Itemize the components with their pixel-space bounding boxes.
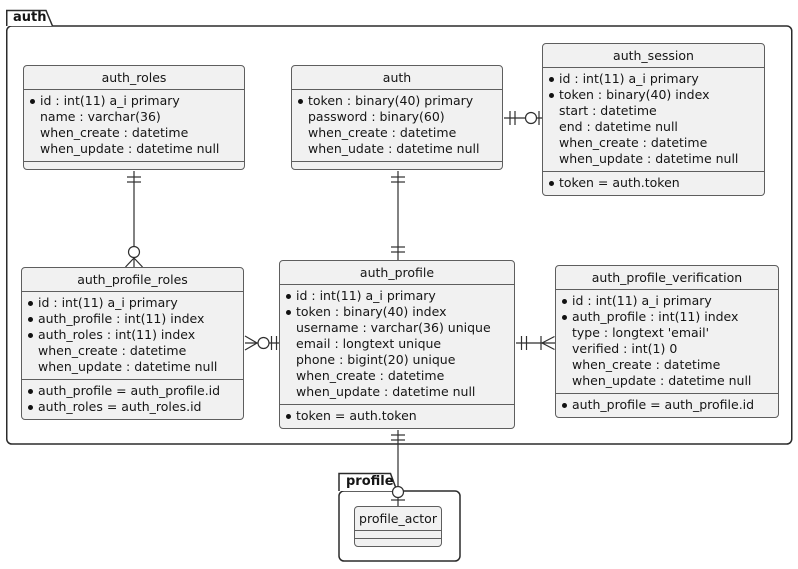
attribute-row: phone : bigint(20) unique [296, 352, 456, 367]
entity-auth: auth token : binary(40) primary password… [291, 65, 503, 170]
relationship-authprofileroles-authprofile [244, 335, 279, 351]
constraint-row: token = auth.token [282, 408, 510, 424]
attribute-row: id : int(11) a_i primary [558, 293, 774, 309]
key-bullet-icon [558, 309, 572, 325]
attribute-row: token : binary(40) index [282, 304, 510, 320]
attribute-row: when_update : datetime null [559, 151, 739, 166]
entity-attributes-empty [355, 531, 441, 538]
attribute-row: when_create : datetime [572, 357, 721, 372]
attribute-row: id : int(11) a_i primary [545, 71, 760, 87]
crow-foot-icon [541, 335, 555, 351]
key-bullet-icon [24, 311, 38, 327]
package-auth-label: auth [13, 10, 47, 25]
key-bullet-icon [294, 93, 308, 109]
attribute-row: when_create : datetime [40, 125, 189, 140]
relationship-auth-authprofile [391, 171, 405, 260]
key-bullet-icon [24, 399, 38, 415]
key-bullet-icon [545, 71, 559, 87]
entity-title: auth_roles [24, 66, 244, 90]
attribute-row: id : int(11) a_i primary [24, 295, 239, 311]
entity-constraints: token = auth.token [280, 404, 514, 428]
crow-foot-icon [125, 257, 143, 268]
entity-title: auth [292, 66, 502, 90]
zero-circle-icon [257, 336, 270, 350]
key-bullet-icon [558, 397, 572, 413]
attribute-row: end : datetime null [559, 119, 678, 134]
entity-title: profile_actor [355, 507, 441, 531]
attribute-row: when_update : datetime null [40, 141, 220, 156]
entity-attributes: id : int(11) a_i primary name : varchar(… [24, 90, 244, 161]
attribute-row: when_udate : datetime null [308, 141, 480, 156]
attribute-row: username : varchar(36) unique [296, 320, 491, 335]
crow-foot-icon [244, 335, 258, 351]
entity-title: auth_profile_verification [556, 266, 778, 290]
key-bullet-icon [24, 295, 38, 311]
package-auth-tab [6, 9, 54, 27]
package-profile-label: profile [346, 474, 394, 489]
entity-attributes: id : int(11) a_i primary token : binary(… [280, 285, 514, 404]
attribute-row: name : varchar(36) [40, 109, 161, 124]
attribute-row: verified : int(1) 0 [572, 341, 678, 356]
key-bullet-icon [282, 304, 296, 320]
attribute-row: when_update : datetime null [572, 373, 752, 388]
package-profile-tab [338, 472, 398, 492]
entity-attributes: token : binary(40) primary password : bi… [292, 90, 502, 161]
attribute-row: when_update : datetime null [296, 384, 476, 399]
key-bullet-icon [24, 383, 38, 399]
key-bullet-icon [558, 293, 572, 309]
entity-auth-profile: auth_profile id : int(11) a_i primary to… [279, 260, 515, 429]
zero-circle-icon [391, 485, 405, 499]
relationship-authprofile-profileactor [391, 430, 405, 506]
attribute-row: when_create : datetime [559, 135, 708, 150]
attribute-row: token : binary(40) index [545, 87, 760, 103]
entity-constraints: auth_profile = auth_profile.id [556, 393, 778, 417]
entity-methods-section [292, 161, 502, 169]
entity-profile-actor: profile_actor [354, 506, 442, 547]
entity-constraints: token = auth.token [543, 171, 764, 195]
entity-title: auth_profile [280, 261, 514, 285]
key-bullet-icon [545, 87, 559, 103]
relationship-authprofile-authprofileverification [516, 335, 555, 351]
entity-attributes: id : int(11) a_i primary auth_profile : … [556, 290, 778, 393]
attribute-row: auth_profile : int(11) index [558, 309, 774, 325]
entity-auth-profile-verification: auth_profile_verification id : int(11) a… [555, 265, 779, 418]
constraint-row: token = auth.token [545, 175, 760, 191]
attribute-row: id : int(11) a_i primary [26, 93, 240, 109]
key-bullet-icon [282, 288, 296, 304]
attribute-row: token : binary(40) primary [294, 93, 498, 109]
entity-methods-section [24, 161, 244, 169]
key-bullet-icon [24, 327, 38, 343]
entity-title: auth_session [543, 44, 764, 68]
key-bullet-icon [545, 175, 559, 191]
relationship-auth-authsession [504, 111, 542, 125]
constraint-row: auth_profile = auth_profile.id [558, 397, 774, 413]
attribute-row: type : longtext 'email' [572, 325, 710, 340]
constraint-row: auth_roles = auth_roles.id [24, 399, 239, 415]
attribute-row: id : int(11) a_i primary [282, 288, 510, 304]
relationship-authroles-authprofileroles [125, 171, 143, 268]
attribute-row: auth_profile : int(11) index [24, 311, 239, 327]
attribute-row: when_create : datetime [296, 368, 445, 383]
attribute-row: auth_roles : int(11) index [24, 327, 239, 343]
entity-constraints: auth_profile = auth_profile.id auth_role… [22, 379, 243, 419]
zero-circle-icon [127, 245, 141, 259]
attribute-row: when_update : datetime null [38, 359, 218, 374]
attribute-row: start : datetime [559, 103, 657, 118]
constraint-row: auth_profile = auth_profile.id [24, 383, 239, 399]
attribute-row: password : binary(60) [308, 109, 445, 124]
zero-circle-icon [524, 111, 538, 125]
entity-auth-profile-roles: auth_profile_roles id : int(11) a_i prim… [21, 267, 244, 420]
entity-auth-session: auth_session id : int(11) a_i primary to… [542, 43, 765, 196]
key-bullet-icon [282, 408, 296, 424]
entity-methods-empty [355, 538, 441, 546]
attribute-row: when_create : datetime [38, 343, 187, 358]
attribute-row: email : longtext unique [296, 336, 442, 351]
entity-title: auth_profile_roles [22, 268, 243, 292]
entity-attributes: id : int(11) a_i primary auth_profile : … [22, 292, 243, 379]
key-bullet-icon [26, 93, 40, 109]
entity-attributes: id : int(11) a_i primary token : binary(… [543, 68, 764, 171]
entity-auth-roles: auth_roles id : int(11) a_i primary name… [23, 65, 245, 170]
attribute-row: when_create : datetime [308, 125, 457, 140]
